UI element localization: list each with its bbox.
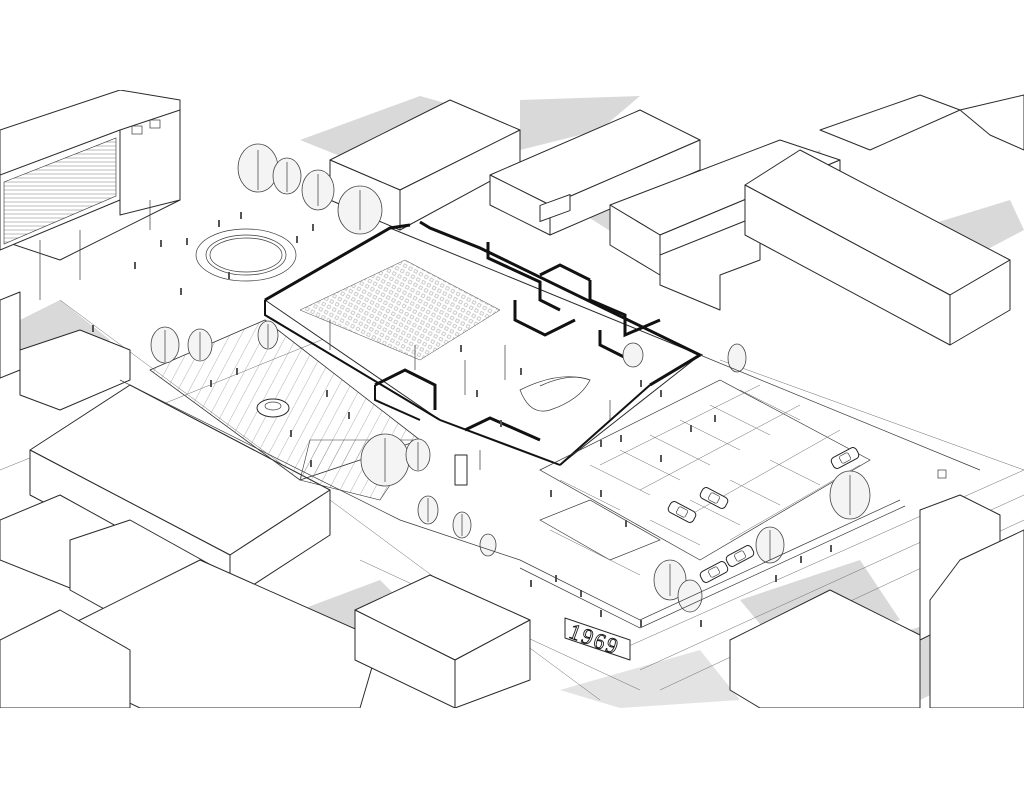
tree (187, 328, 213, 362)
car (725, 545, 755, 567)
tree (360, 433, 410, 487)
boundary-walls (119, 354, 981, 629)
people (92, 212, 832, 627)
tree (417, 495, 439, 525)
tree (301, 169, 335, 211)
tree (150, 326, 180, 364)
car (667, 501, 697, 523)
tree (755, 526, 785, 564)
trees (150, 143, 871, 613)
tree (829, 470, 871, 520)
plaza-roundabout (195, 228, 297, 282)
person-group (92, 212, 832, 627)
tree (677, 579, 703, 613)
buildings-south (354, 494, 1024, 708)
cars (667, 447, 860, 583)
tree (653, 559, 687, 601)
year-sign-text: 1969 (566, 618, 623, 659)
year-sign: 1969 (564, 617, 631, 661)
car (699, 561, 729, 583)
tree (272, 157, 302, 195)
tree (452, 511, 472, 539)
tree (237, 143, 279, 193)
tree (727, 343, 747, 373)
tree (337, 185, 383, 235)
building-northwest (0, 90, 181, 300)
tree (479, 533, 497, 557)
car (699, 487, 729, 509)
buildings-southwest (0, 384, 381, 708)
tree (405, 438, 431, 472)
tree (622, 342, 644, 368)
building-west (0, 291, 131, 411)
car (830, 447, 860, 469)
tree (257, 320, 279, 350)
main-building-plan (264, 194, 704, 486)
